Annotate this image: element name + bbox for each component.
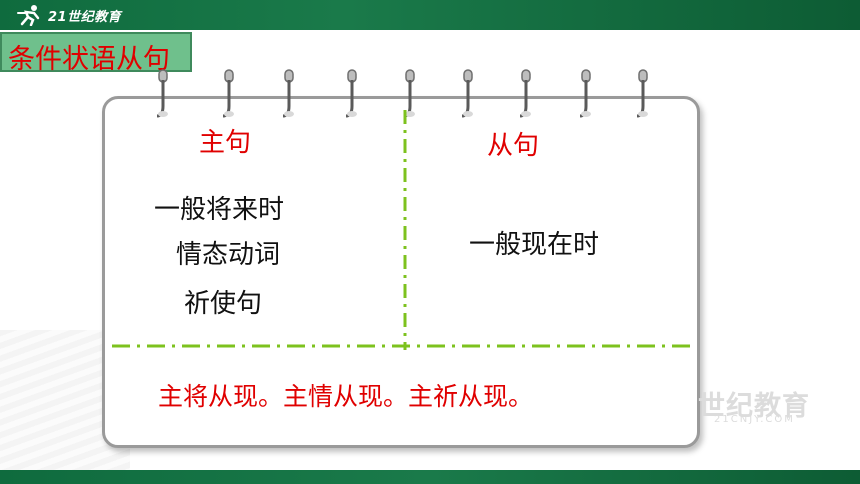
bottom-bar — [0, 470, 860, 484]
logo-text: 21世纪教育 — [48, 9, 122, 25]
runner-icon — [17, 5, 40, 26]
spiral-ring-icon — [345, 69, 357, 118]
spiral-ring-icon — [579, 69, 591, 118]
spiral-ring-icon — [636, 69, 648, 118]
main-item-imperative: 祈使句 — [184, 289, 263, 319]
main-item-modal: 情态动词 — [176, 240, 281, 270]
spiral-ring-icon — [461, 69, 473, 118]
notepad-card — [102, 96, 700, 448]
main-clause-heading: 主句 — [199, 128, 252, 158]
slide-title: 条件状语从句 — [8, 44, 170, 75]
top-bar: 21世纪教育 — [0, 0, 860, 30]
logo: 21世纪教育 — [16, 3, 121, 27]
spiral-ring-icon — [222, 69, 234, 118]
subordinate-clause-heading: 从句 — [487, 131, 540, 161]
main-item-future: 一般将来时 — [154, 195, 285, 225]
sub-item-present: 一般现在时 — [469, 230, 600, 260]
summary-rule: 主将从现。主情从现。主祈从现。 — [158, 382, 534, 411]
slide-title-box: 条件状语从句 — [0, 32, 192, 75]
vertical-divider — [403, 110, 407, 350]
spiral-ring-icon — [156, 69, 168, 118]
spiral-ring-icon — [282, 69, 294, 118]
spiral-ring-icon — [519, 69, 531, 118]
watermark-sub: 21CNJY.COM — [714, 414, 795, 425]
watermark: 世纪教育 — [698, 391, 810, 422]
horizontal-divider — [112, 344, 692, 348]
